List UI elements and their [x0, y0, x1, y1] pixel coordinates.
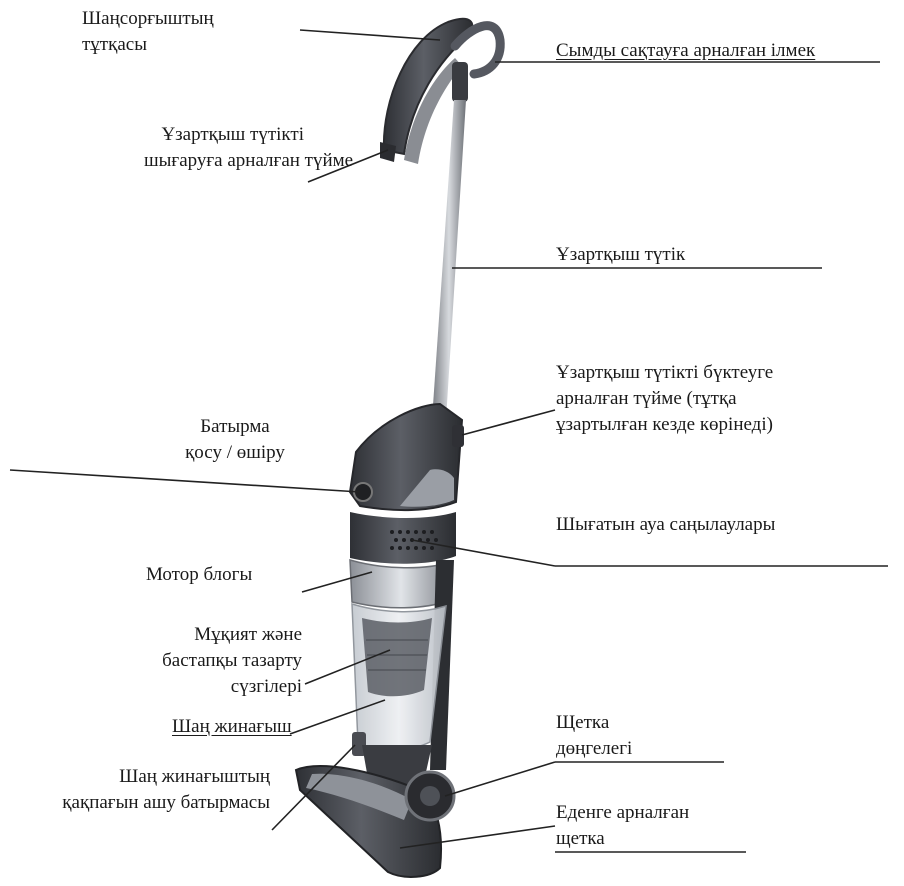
leader-brush-wheel — [445, 762, 555, 796]
label-filters: Мұқият және бастапқы тазарту сүзгілері — [140, 622, 302, 700]
label-brush-wheel: Щетка дөңгелегі — [556, 710, 632, 762]
leader-handle — [300, 30, 440, 40]
label-dust-container: Шаң жинағыш — [172, 714, 292, 740]
label-cord-hook: Сымды сақтауға арналған ілмек — [556, 38, 815, 64]
tube-collar — [452, 62, 468, 102]
label-tube-fold-button: Ұзартқыш түтікті бүктеуге арналған түйме… — [556, 360, 773, 438]
label-handle: Шаңсорғыштың тұтқасы — [82, 6, 214, 58]
label-air-outlet: Шығатын ауа саңылаулары — [556, 512, 775, 538]
extension-tube-shape — [432, 100, 466, 420]
leader-power — [10, 470, 360, 492]
label-floor-brush: Еденге арналған щетка — [556, 800, 689, 852]
label-motor-block: Мотор блогы — [146, 562, 252, 588]
leader-fold-button — [462, 410, 555, 435]
label-dust-lid-button: Шаң жинағыштың қақпағын ашу батырмасы — [40, 764, 270, 816]
label-tube-release-button: Ұзартқыш түтікті шығаруға арналған түйме — [144, 122, 304, 174]
label-power-button: Батырма қосу / өшіру — [160, 414, 310, 466]
label-extension-tube: Ұзартқыш түтік — [556, 242, 685, 268]
fold-button-shape — [452, 425, 464, 447]
brush-wheel-hub — [420, 786, 440, 806]
air-outlet-band — [350, 512, 456, 564]
